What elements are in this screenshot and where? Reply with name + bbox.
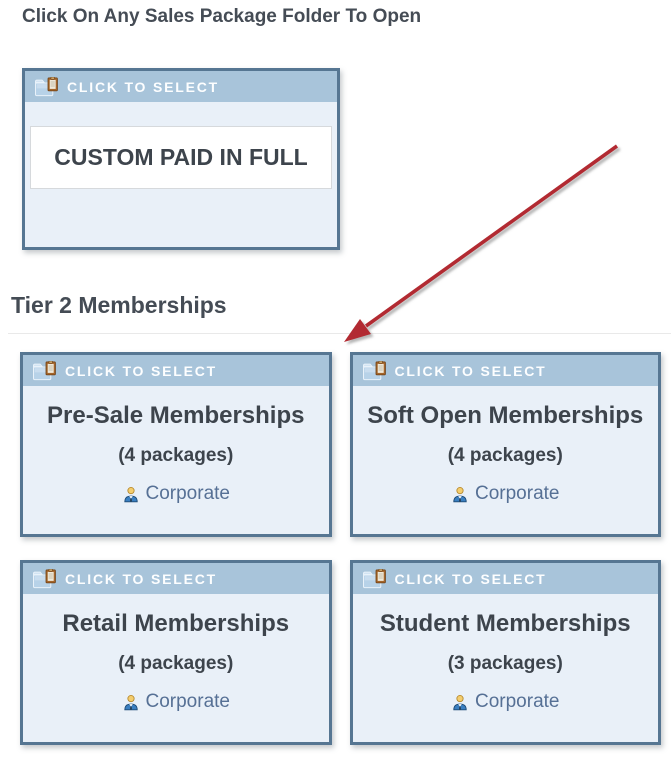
corporate-tag: Corporate — [122, 691, 231, 713]
folder-title: Pre-Sale Memberships — [47, 402, 305, 429]
folder-card-header: CLICK TO SELECT — [23, 563, 329, 594]
page-title: Click On Any Sales Package Folder To Ope… — [22, 6, 422, 27]
folder-document-icon — [362, 360, 386, 381]
folder-card-header: CLICK TO SELECT — [352, 563, 658, 594]
corporate-tag-label: Corporate — [145, 691, 231, 712]
package-count: (3 packages) — [447, 653, 563, 674]
section-title: Tier 2 Memberships — [11, 292, 227, 318]
business-person-icon — [122, 485, 140, 503]
red-arrow — [344, 144, 619, 342]
package-count: (4 packages) — [447, 445, 563, 466]
corporate-tag-label: Corporate — [475, 691, 560, 712]
business-person-icon — [451, 485, 469, 503]
corporate-tag: Corporate — [122, 483, 231, 505]
corporate-tag-label: Corporate — [145, 483, 231, 504]
click-to-select-label: CLICK TO SELECT — [65, 362, 217, 379]
folder-card-pre-sale[interactable]: CLICK TO SELECT Pre-Sale Memberships (4 … — [20, 352, 332, 537]
folder-document-icon — [362, 568, 386, 589]
folder-title: CUSTOM PAID IN FULL — [30, 126, 332, 189]
folder-card-custom-paid-in-full[interactable]: CLICK TO SELECT CUSTOM PAID IN FULL — [22, 68, 340, 250]
corporate-tag: Corporate — [451, 691, 560, 713]
package-count: (4 packages) — [118, 445, 234, 466]
click-to-select-label: CLICK TO SELECT — [394, 362, 547, 379]
folder-card-soft-open[interactable]: CLICK TO SELECT Soft Open Memberships (4… — [349, 352, 661, 537]
folder-document-icon — [32, 568, 56, 589]
click-to-select-label: CLICK TO SELECT — [67, 78, 219, 95]
click-to-select-label: CLICK TO SELECT — [65, 570, 217, 587]
corporate-tag: Corporate — [451, 483, 560, 505]
folder-title: Student Memberships — [379, 610, 631, 637]
folder-card-header: CLICK TO SELECT — [23, 355, 329, 386]
folder-card-header: CLICK TO SELECT — [352, 355, 658, 386]
folder-title: Soft Open Memberships — [367, 402, 644, 429]
corporate-tag-label: Corporate — [475, 483, 560, 504]
folder-title: Retail Memberships — [62, 610, 290, 637]
folder-card-header: CLICK TO SELECT — [25, 71, 337, 102]
click-to-select-label: CLICK TO SELECT — [394, 570, 547, 587]
business-person-icon — [451, 693, 469, 711]
folder-document-icon — [32, 360, 56, 381]
section-divider — [8, 333, 671, 334]
business-person-icon — [122, 693, 140, 711]
package-count: (4 packages) — [118, 653, 234, 674]
folder-card-student[interactable]: CLICK TO SELECT Student Memberships (3 p… — [349, 560, 661, 745]
folder-document-icon — [34, 76, 58, 97]
membership-folder-grid: CLICK TO SELECT Pre-Sale Memberships (4 … — [20, 352, 661, 745]
folder-card-retail[interactable]: CLICK TO SELECT Retail Memberships (4 pa… — [20, 560, 332, 745]
